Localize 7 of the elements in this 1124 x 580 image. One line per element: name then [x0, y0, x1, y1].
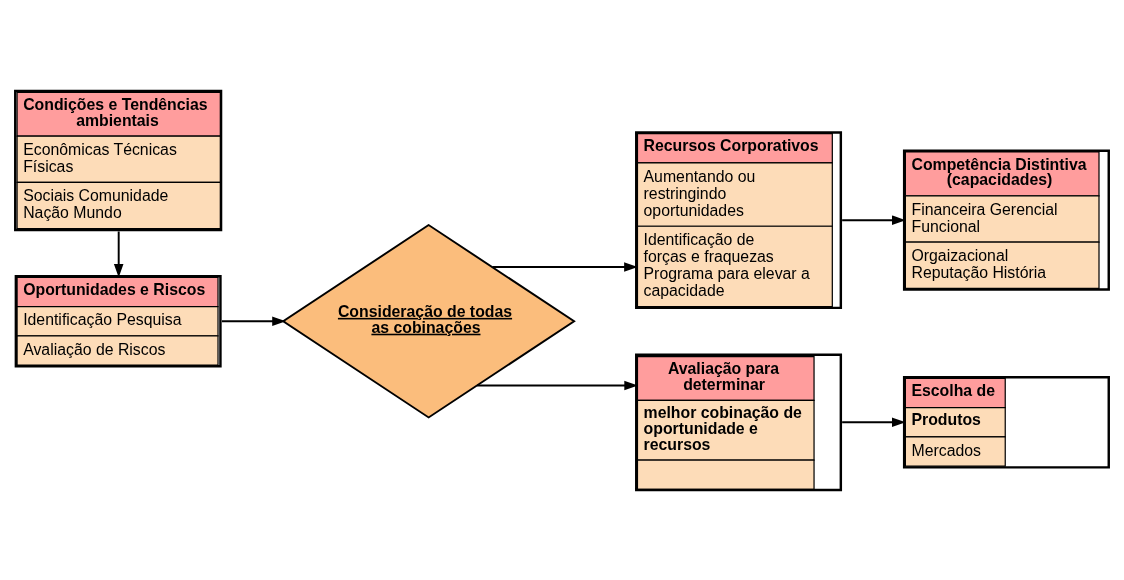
arrow [841, 417, 906, 427]
arrow [113, 230, 124, 278]
arrow [491, 261, 638, 272]
arrow [476, 380, 638, 390]
node-diamond: Consideração de todas as cobinações [281, 223, 576, 419]
arrow [841, 214, 906, 225]
arrow [221, 315, 286, 326]
